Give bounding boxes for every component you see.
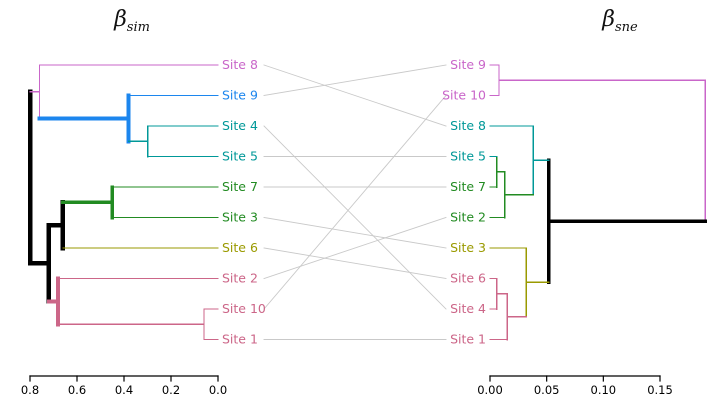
leaf-label: Site 3 xyxy=(222,210,258,225)
axis-tick-label: 0.00 xyxy=(477,383,503,397)
connector-line xyxy=(263,125,447,310)
left-title: βsim xyxy=(113,7,150,35)
connector-line xyxy=(263,216,447,249)
leaf-label: Site 3 xyxy=(450,240,486,255)
right-axis: 0.00 0.05 0.10 0.15 xyxy=(477,375,673,397)
leaf-label: Site 5 xyxy=(450,149,486,164)
leaf-label: Site 7 xyxy=(222,179,258,194)
right-title-base: β xyxy=(601,7,615,32)
leaf-label: Site 7 xyxy=(450,179,486,194)
axis-tick-label: 0.4 xyxy=(115,383,133,397)
axis-tick-label: 0.8 xyxy=(21,383,39,397)
leaf-label: Site 6 xyxy=(450,271,486,286)
leaf-label: Site 2 xyxy=(450,210,486,225)
left-title-base: β xyxy=(113,7,127,32)
connector-line xyxy=(263,64,447,127)
axis-tick-label: 0.6 xyxy=(68,383,86,397)
axis-tick-label: 0.2 xyxy=(162,383,180,397)
leaf-label: Site 2 xyxy=(222,271,258,286)
left-axis: 0.8 0.6 0.4 0.2 0.0 xyxy=(21,375,227,397)
leaf-label: Site 10 xyxy=(222,301,266,316)
leaf-label: Site 8 xyxy=(450,118,486,133)
connector-line xyxy=(263,94,447,310)
left-leaf-labels: Site 8 Site 9 Site 4 Site 5 Site 7 Site 3 Site… xyxy=(222,57,266,347)
leaf-label: Site 6 xyxy=(222,240,258,255)
leaf-label: Site 9 xyxy=(450,57,486,72)
axis-tick-label: 0.10 xyxy=(591,383,617,397)
left-dendrogram xyxy=(27,64,219,341)
right-title: βsne xyxy=(601,7,638,35)
connector-lines xyxy=(263,64,447,340)
leaf-label: Site 4 xyxy=(450,301,486,316)
right-dendrogram xyxy=(489,64,708,341)
axis-tick-label: 0.15 xyxy=(647,383,673,397)
right-title-sub: sne xyxy=(615,20,638,35)
connector-line xyxy=(263,216,447,280)
axis-tick-label: 0.0 xyxy=(209,383,227,397)
leaf-label: Site 5 xyxy=(222,149,258,164)
axis-tick-label: 0.05 xyxy=(534,383,560,397)
connector-line xyxy=(263,247,447,280)
leaf-label: Site 4 xyxy=(222,118,258,133)
leaf-label: Site 8 xyxy=(222,57,258,72)
left-title-sub: sim xyxy=(127,20,150,35)
leaf-label: Site 9 xyxy=(222,88,258,103)
leaf-label: Site 1 xyxy=(450,332,486,347)
leaf-label: Site 10 xyxy=(442,88,486,103)
connector-line xyxy=(263,64,447,97)
leaf-label: Site 1 xyxy=(222,332,258,347)
right-leaf-labels: Site 9 Site 10 Site 8 Site 5 Site 7 Site 2 Sit… xyxy=(442,57,486,347)
